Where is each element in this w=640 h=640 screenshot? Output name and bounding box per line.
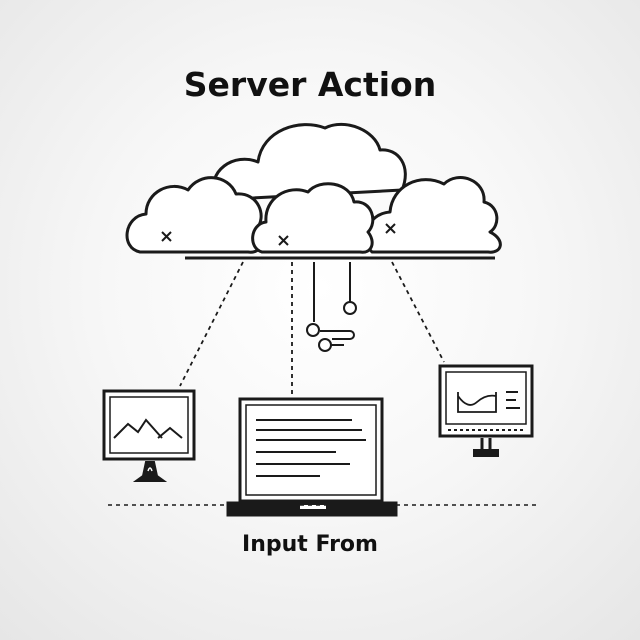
diagram-caption: Input From xyxy=(242,532,378,557)
connection-lines xyxy=(179,261,445,396)
connection-left-line xyxy=(179,261,244,387)
connection-right-line xyxy=(391,261,445,363)
monitor-right-icon xyxy=(438,364,534,457)
connector-nodes-icon xyxy=(306,262,357,352)
laptop-icon xyxy=(226,397,398,517)
monitor-left-icon xyxy=(102,389,196,482)
diagram-title: Server Action xyxy=(184,65,436,104)
cloud-icon xyxy=(125,122,502,260)
